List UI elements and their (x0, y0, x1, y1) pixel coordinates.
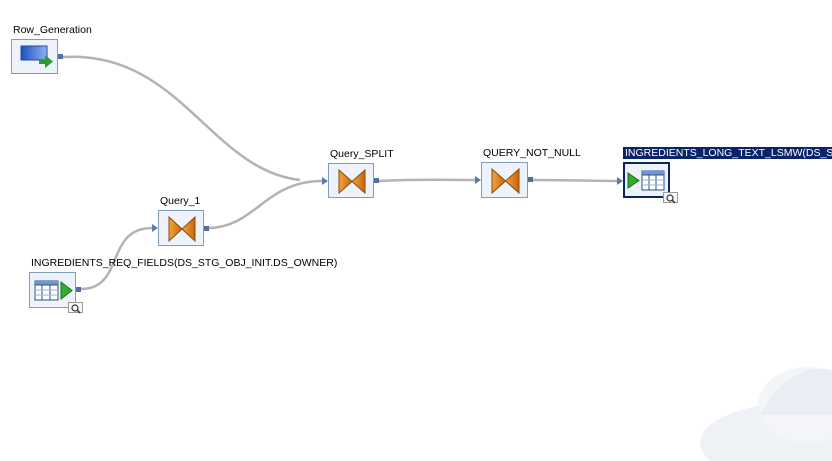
query-1-label: Query_1 (160, 195, 201, 207)
query-not-null-input-port[interactable] (475, 176, 481, 184)
magnifier-icon (666, 194, 676, 204)
ingredients-long-text-input-port[interactable] (617, 177, 623, 185)
row-generation-icon (20, 45, 53, 68)
ingredients-long-text-node[interactable] (623, 162, 670, 198)
query-transform-icon (338, 168, 366, 195)
query-split-output-port[interactable] (374, 178, 379, 183)
view-data-button[interactable] (68, 302, 83, 314)
query-split-label: Query_SPLIT (330, 148, 394, 160)
magnifier-icon (71, 304, 81, 314)
wire-row-generation-to-query-split (62, 55, 301, 182)
view-data-button[interactable] (663, 192, 678, 204)
query-transform-icon (491, 167, 520, 195)
wire-query-not-null-to-target (530, 178, 621, 183)
wire-ingredients-req-fields-to-query-1 (80, 226, 153, 291)
watermark-logo-icon (700, 367, 832, 461)
query-split-node[interactable] (328, 163, 374, 198)
query-not-null-output-port[interactable] (528, 177, 533, 182)
query-1-output-port[interactable] (204, 226, 209, 231)
query-not-null-node[interactable] (481, 162, 528, 198)
row-generation-output-port[interactable] (58, 54, 63, 59)
ingredients-req-fields-label: INGREDIENTS_REQ_FIELDS(DS_STG_OBJ_INIT.D… (31, 257, 338, 269)
wire-query-split-to-query-not-null (377, 178, 476, 183)
wire-query-1-to-query-split (207, 179, 323, 230)
row-generation-label: Row_Generation (13, 24, 92, 36)
ingredients-long-text-label: INGREDIENTS_LONG_TEXT_LSMW(DS_ST (623, 147, 832, 159)
query-1-node[interactable] (158, 210, 204, 246)
query-1-input-port[interactable] (152, 224, 158, 232)
row-generation-node[interactable] (11, 39, 58, 74)
query-transform-icon (168, 215, 196, 243)
query-not-null-label: QUERY_NOT_NULL (483, 147, 581, 159)
query-split-input-port[interactable] (322, 177, 328, 185)
target-table-icon (627, 170, 665, 191)
ingredients-req-fields-node[interactable] (29, 272, 76, 308)
source-table-icon (34, 280, 73, 301)
ingredients-req-fields-output-port[interactable] (76, 287, 81, 292)
